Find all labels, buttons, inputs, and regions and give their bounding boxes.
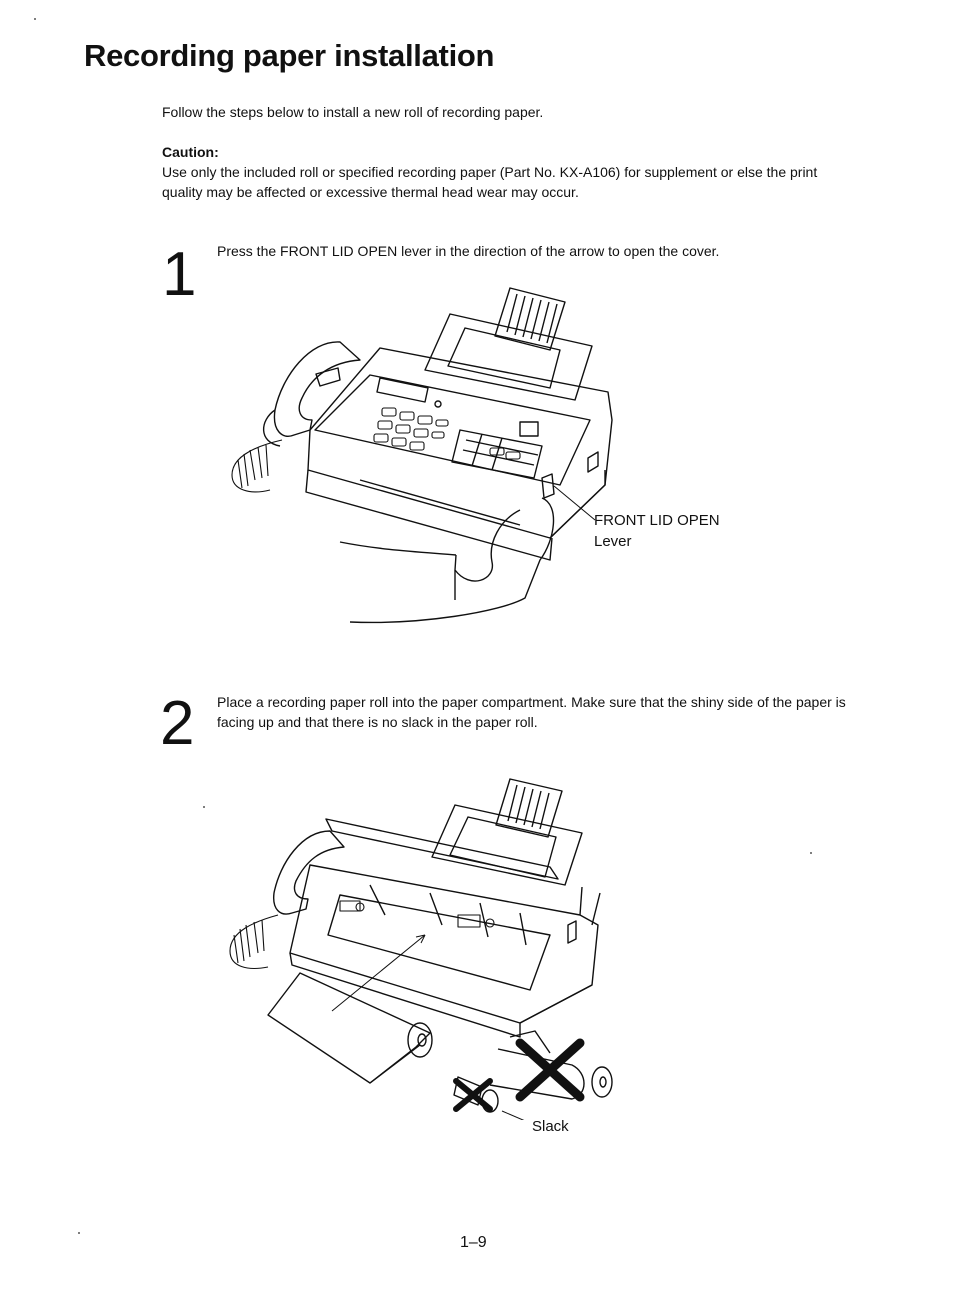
fax-paper-roll-illustration bbox=[229, 778, 613, 1120]
caution-label: Caution: bbox=[162, 144, 219, 160]
fax-front-lid-illustration bbox=[231, 287, 613, 624]
front-lid-open-callout: FRONT LID OPEN bbox=[594, 512, 720, 529]
step-2-text: Place a recording paper roll into the pa… bbox=[217, 694, 846, 730]
step-1-text: Press the FRONT LID OPEN lever in the di… bbox=[217, 243, 720, 259]
page-title: Recording paper installation bbox=[84, 38, 495, 73]
scan-speck bbox=[203, 806, 205, 808]
slack-callout: Slack bbox=[532, 1118, 569, 1135]
scan-speck bbox=[34, 18, 36, 20]
scan-speck bbox=[810, 852, 812, 854]
lever-callout: Lever bbox=[594, 533, 632, 550]
step-1-number: 1 bbox=[162, 240, 197, 309]
page-number: 1–9 bbox=[460, 1234, 487, 1251]
scan-speck bbox=[78, 1232, 80, 1234]
step-2-number: 2 bbox=[160, 689, 195, 758]
caution-text: Use only the included roll or specified … bbox=[162, 164, 818, 200]
intro-text: Follow the steps below to install a new … bbox=[162, 104, 544, 120]
